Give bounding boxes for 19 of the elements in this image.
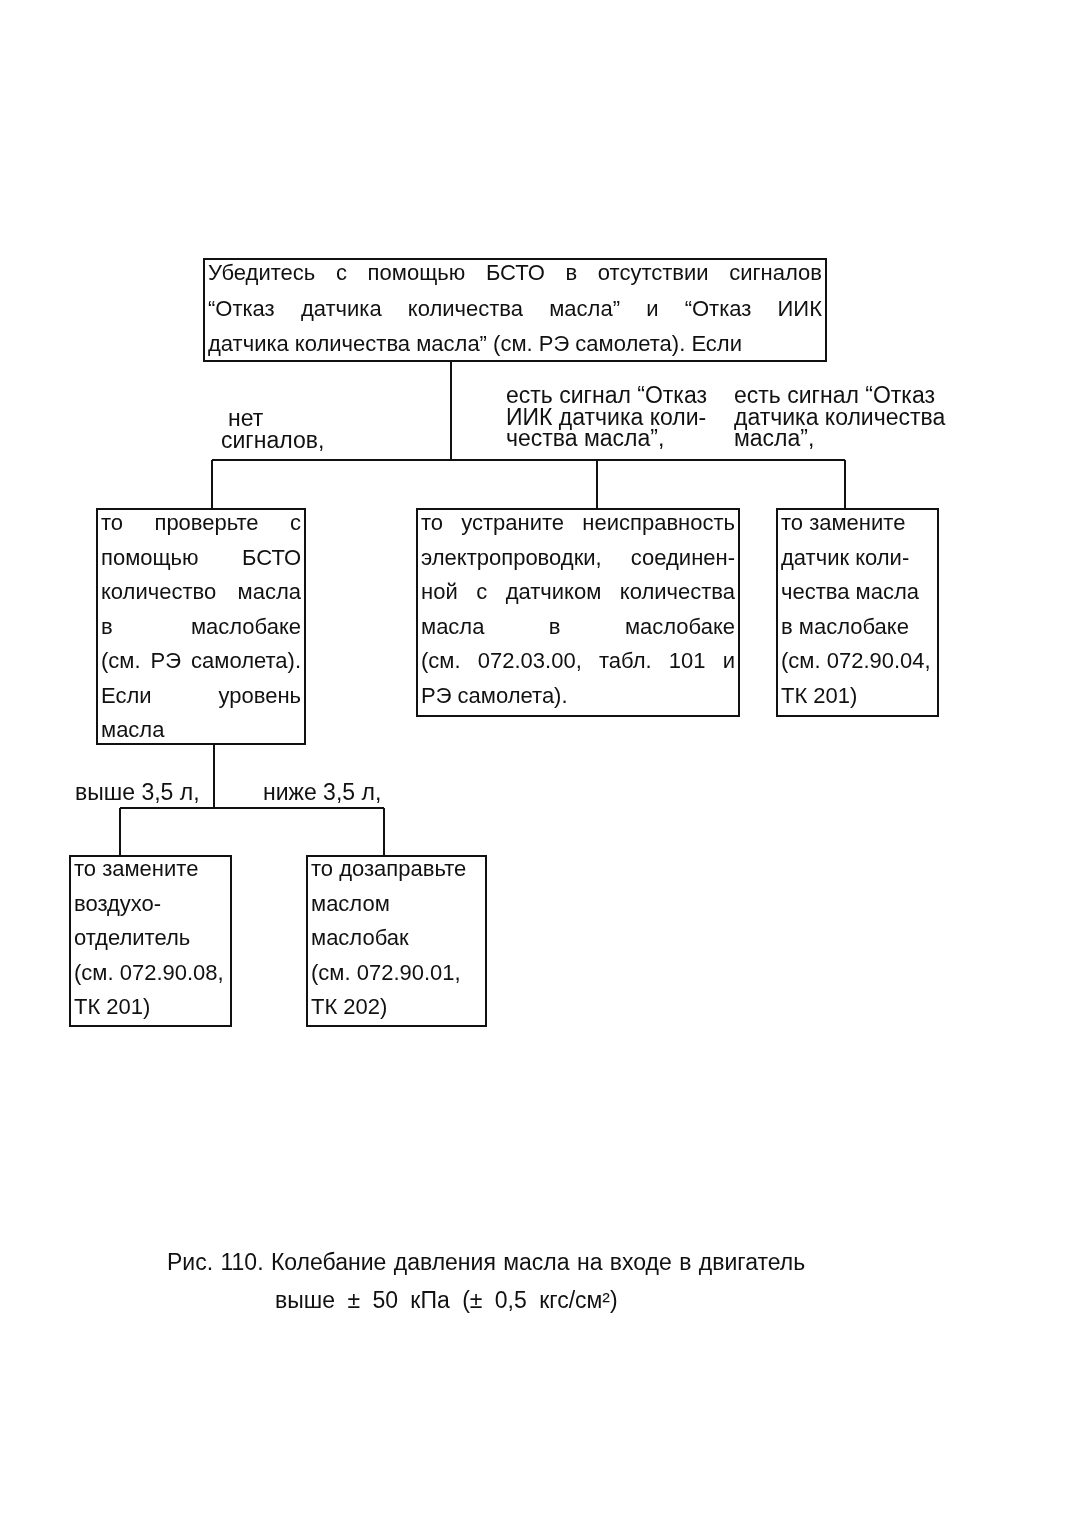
instruction-box: то замените датчик коли-чества масла в маслобаке (см. 072.90.04, ТК 201)	[776, 508, 939, 717]
instruction-box: то замените воздухо-отделитель (см. 072.90.08, ТК 201)	[69, 855, 232, 1027]
edge-label: ниже 3,5 л,	[263, 782, 382, 804]
connector-line	[596, 459, 598, 509]
connector-line	[383, 807, 385, 856]
instruction-box: то устраните неисправность электропроводки, соединен-ной с датчиком количества масла в маслобаке (см. 072.03.00, табл. 101 и РЭ самолета).	[416, 508, 740, 717]
connector-line	[211, 361, 846, 461]
instruction-box: Убедитесь с помощью БСТО в отсутствии сигналов “Отказ датчика количества масла” и “Отказ ИИК датчика количества масла” (см. РЭ самолета). Если	[203, 258, 827, 362]
connector-line	[211, 459, 213, 509]
edge-label: есть сигнал “Отказ датчика количества масла”,	[734, 385, 946, 450]
instruction-box: то дозаправьте маслом маслобак (см. 072.90.01, ТК 202)	[306, 855, 487, 1027]
connector-line	[119, 807, 121, 856]
edge-label: нет сигналов,	[221, 408, 325, 451]
figure-caption: Рис. 110. Колебание давления масла на входе в двигатель выше ± 50 кПа (± 0,5 кгс/см²)	[167, 1248, 806, 1315]
connector-line	[119, 744, 385, 809]
instruction-box: то проверьте с помощью БСТО количество масла в маслобаке (см. РЭ самолета). Если уровень масла	[96, 508, 306, 745]
edge-label: есть сигнал “Отказ ИИК датчика коли-чества масла”,	[506, 385, 707, 450]
connector-line	[844, 459, 846, 509]
edge-label: выше 3,5 л,	[75, 782, 200, 804]
